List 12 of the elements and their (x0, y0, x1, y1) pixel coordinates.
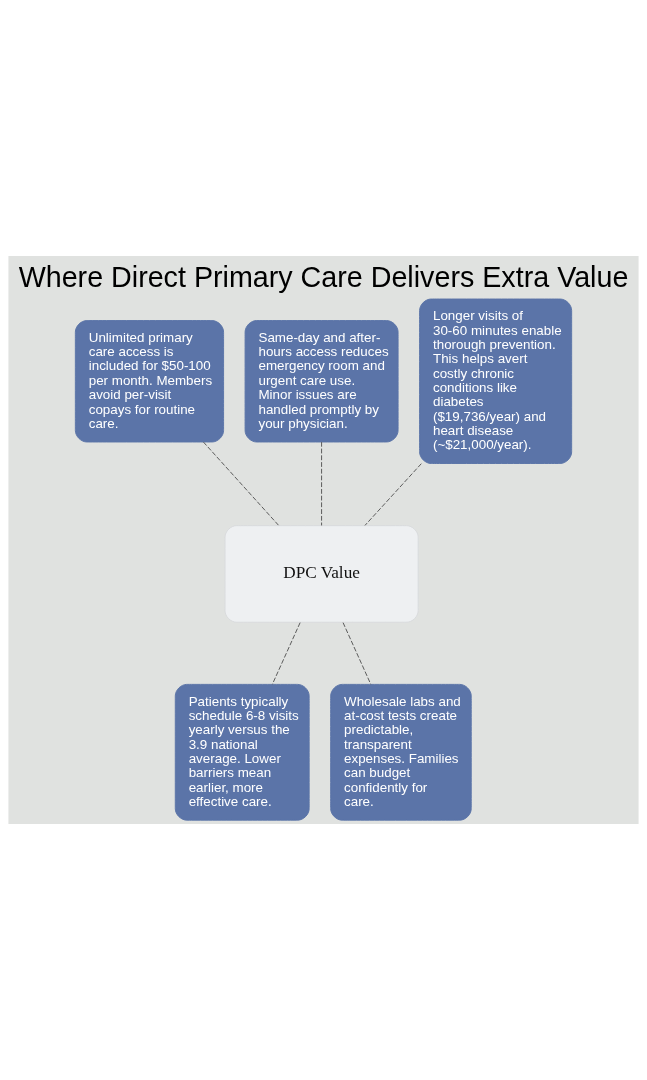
node-box: DPC Value (224, 525, 419, 623)
diagram-title: Where Direct Primary Care Delivers Extra Value (18, 260, 629, 293)
node-box: Same-day and after-hours access reduces emergency room and urgent care use. Minor issues are handled promptly by your physician. (244, 320, 399, 443)
connector (271, 622, 301, 685)
connector (364, 463, 422, 526)
connector (321, 441, 323, 526)
connector (203, 441, 280, 526)
node-box: Patients typically schedule 6-8 visits yearly versus the 3.9 national average. Lower barriers mean earlier, more effective care. (174, 683, 310, 821)
node-box: Unlimited primary care access is included for $50-100 per month. Members avoid per-visit copays for routine care. (74, 320, 225, 443)
connector (342, 622, 372, 685)
node-box: Wholesale labs and at-cost tests create predictable, transparent expenses. Families can budget confidently for care. (330, 683, 472, 821)
node-box: Longer visits of 30-60 minutes enable thorough prevention. This helps avert costly chronic conditions like diabetes ($19,736/year) and heart disease (~$21,000/year). (419, 298, 573, 464)
